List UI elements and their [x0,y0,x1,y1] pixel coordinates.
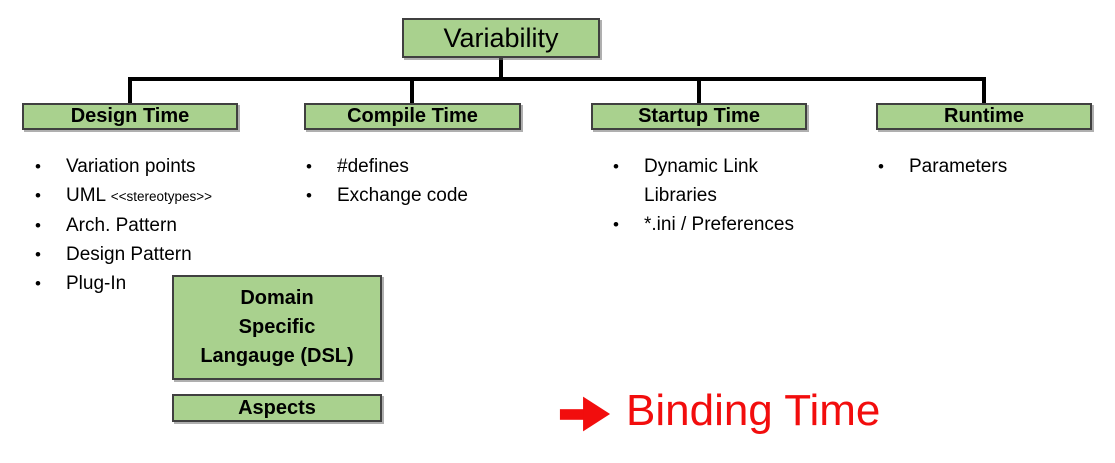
bullet-icon: • [35,216,41,235]
list-item: • UML <<stereotypes>> [35,181,212,211]
stereotypes-small-text: <<stereotypes>> [110,189,213,204]
bullet-icon: • [306,157,312,176]
bullet-icon: • [35,157,41,176]
list-item: • *.ini / Preferences [613,210,814,239]
connector-drop-runtime [982,77,986,103]
bullet-icon: • [35,245,41,264]
list-item: • #defines [306,152,468,181]
design-time-list: • Variation points • UML <<stereotypes>>… [35,152,212,298]
bullet-icon: • [613,157,619,176]
bullet-icon: • [878,157,884,176]
connector-root-stub [499,56,503,81]
list-item-label: Design Pattern [66,244,192,265]
header-label: Runtime [944,105,1024,127]
list-item: • Exchange code [306,181,468,210]
bullet-icon: • [35,186,41,205]
header-box-startup-time: Startup Time [591,103,807,130]
bullet-icon: • [613,215,619,234]
connector-drop-startup [697,77,701,103]
header-box-compile-time: Compile Time [304,103,521,130]
list-item-label: Variation points [66,156,196,177]
dsl-box: Domain Specific Langauge (DSL) [172,275,382,380]
root-box-variability: Variability [402,18,600,58]
bullet-icon: • [35,274,41,293]
bullet-icon: • [306,186,312,205]
header-label: Compile Time [347,105,478,127]
list-item-label: *.ini / Preferences [644,214,794,235]
header-label: Design Time [70,105,190,127]
list-item: • Dynamic Link Libraries [613,152,814,210]
list-item: • Design Pattern [35,240,212,269]
red-right-arrow-icon [559,396,611,432]
list-item-label: Plug-In [66,273,127,294]
aspects-box: Aspects [172,394,382,422]
runtime-list: • Parameters [878,152,1007,181]
connector-drop-design [128,77,132,103]
compile-time-list: • #defines • Exchange code [306,152,468,210]
list-item: • Plug-In [35,269,212,298]
aspects-box-label: Aspects [238,396,316,419]
list-item-label: Parameters [909,156,1008,177]
list-item-label: Exchange code [337,185,468,206]
connector-horizontal [128,77,986,81]
list-item: • Variation points [35,152,212,181]
startup-time-list: • Dynamic Link Libraries • *.ini / Prefe… [613,152,814,239]
list-item: • Arch. Pattern [35,211,212,240]
binding-time-annotation: Binding Time [558,386,880,436]
list-item-label: #defines [337,156,409,177]
binding-time-label: Binding Time [626,386,881,435]
header-box-design-time: Design Time [22,103,238,130]
list-item: • Parameters [878,152,1007,181]
dsl-box-label: Domain Specific Langauge (DSL) [200,287,354,367]
connector-drop-compile [410,77,414,103]
list-item-label: Arch. Pattern [66,215,177,236]
header-label: Startup Time [638,105,760,127]
list-item-label: Dynamic Link Libraries [644,156,759,206]
root-box-label: Variability [443,22,559,53]
header-box-runtime: Runtime [876,103,1092,130]
list-item-label: UML <<stereotypes>> [66,185,213,206]
